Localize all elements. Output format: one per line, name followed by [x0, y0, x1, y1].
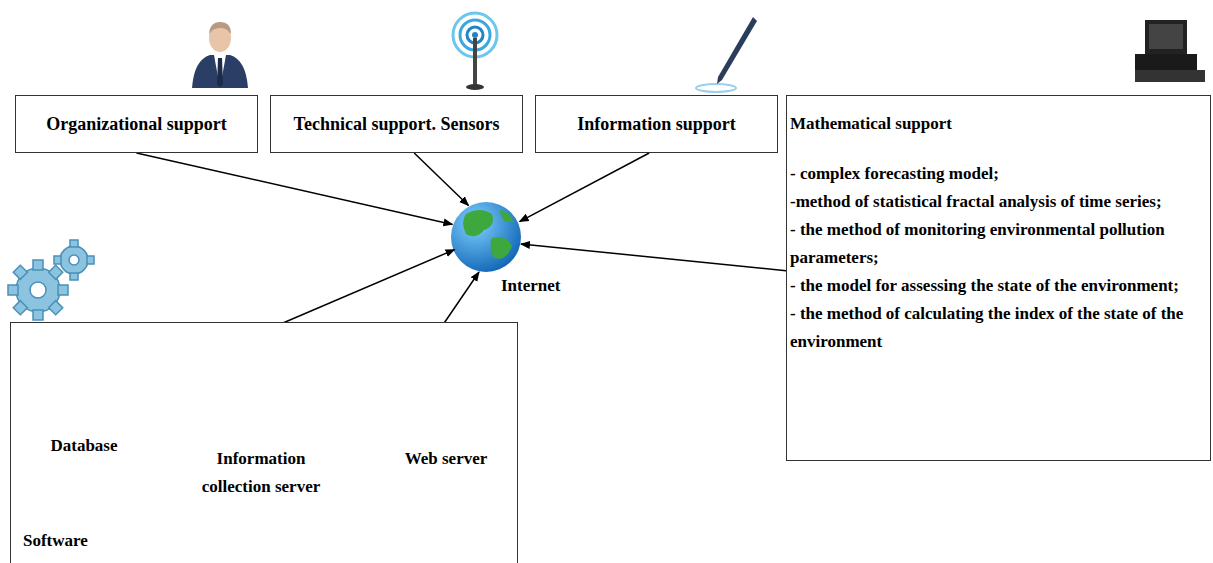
node-label: - the method of calculating the index of… [790, 300, 1206, 356]
node-label: Database [28, 432, 140, 460]
node-label: Information support [577, 113, 736, 135]
arrow-connector [264, 250, 454, 331]
software-panel: SoftwareDatabaseInformation collection s… [10, 322, 518, 563]
node-label: - the method of monitoring environmental… [790, 216, 1206, 272]
globe-icon [451, 202, 521, 272]
node-label: Technical support. Sensors [294, 113, 500, 135]
arrow-connector [414, 153, 468, 206]
database-node: Database [48, 336, 120, 428]
node-label: Web server [376, 445, 516, 473]
node-label: Information collection server [181, 445, 341, 501]
node-label: - complex forecasting model; [790, 160, 1206, 188]
support-box: Information support [535, 95, 778, 153]
computer-icon [1135, 20, 1205, 82]
arrow-connector [137, 153, 453, 224]
math-support-box: Mathematical support - complex forecastin… [786, 95, 1211, 461]
internet-globe: Internet [451, 202, 521, 272]
gears-icon [0, 240, 94, 332]
node-label: - the model for assessing the state of t… [790, 272, 1206, 300]
antenna-icon [453, 13, 497, 90]
node-label: -method of statistical fractal analysis … [790, 188, 1206, 216]
node-label: Software [23, 531, 88, 551]
server-node: Information collection server [229, 331, 293, 437]
node-label: Internet [501, 276, 560, 296]
node-label: Organizational support [46, 113, 227, 135]
pen-icon [696, 17, 757, 92]
support-box: Organizational support [15, 95, 258, 153]
web-server-node: Web server [386, 341, 488, 426]
node-label: Mathematical support [790, 110, 1206, 138]
arrow-connector [521, 244, 786, 271]
arrow-connector [520, 153, 650, 222]
person-icon [192, 22, 248, 88]
support-box: Technical support. Sensors [270, 95, 523, 153]
